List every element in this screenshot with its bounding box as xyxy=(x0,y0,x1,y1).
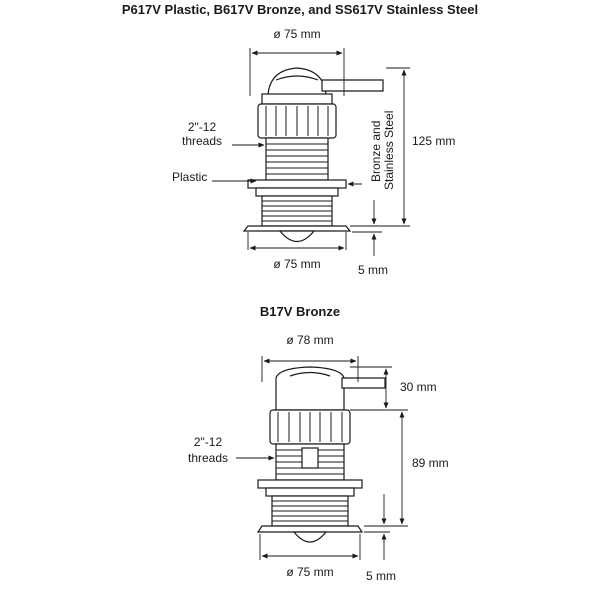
top-threads-label-2: threads xyxy=(182,134,222,148)
top-cap-dome xyxy=(267,67,327,96)
top-diagram-title: P617V Plastic, B617V Bronze, and SS617V … xyxy=(121,2,479,17)
top-threads-label-1: 2"-12 xyxy=(188,120,217,134)
bottom-diameter-label: ø 78 mm xyxy=(286,333,333,347)
bottom-flange-label: 5 mm xyxy=(366,569,396,583)
bottom-cap xyxy=(275,366,345,411)
top-transducer xyxy=(242,67,384,243)
top-cable xyxy=(321,79,384,92)
bottom-threads-label-2: threads xyxy=(188,451,228,465)
bottom-mount-nut xyxy=(265,487,355,497)
bottom-labels: ø 78 mm 30 mm 2"-12 threads 89 mm ø 75 m… xyxy=(188,333,449,583)
top-height-label: 125 mm xyxy=(412,134,455,148)
top-flange xyxy=(242,225,352,232)
bottom-threads-label-1: 2"-12 xyxy=(194,435,223,449)
bottom-bottom-diameter-label: ø 75 mm xyxy=(286,565,333,579)
top-transducer-face xyxy=(278,230,316,243)
top-cap-rim xyxy=(261,93,333,105)
bottom-transducer-face xyxy=(292,531,328,543)
top-labels: ø 75 mm 2"-12 threads Plastic Bronze and… xyxy=(172,27,455,277)
top-dimensions xyxy=(212,48,410,256)
bottom-cable xyxy=(341,377,386,389)
top-mount-nut xyxy=(255,187,339,197)
cap-height-label: 30 mm xyxy=(400,380,437,394)
bottom-washer xyxy=(257,479,363,489)
top-diameter-label: ø 75 mm xyxy=(273,27,320,41)
bronze-label-2: Stainless Steel xyxy=(382,111,396,190)
bottom-height-label: 89 mm xyxy=(412,456,449,470)
bottom-transducer xyxy=(256,366,386,543)
bottom-flange xyxy=(256,525,364,533)
bottom-dimensions xyxy=(236,356,408,560)
plastic-label: Plastic xyxy=(172,170,207,184)
top-washer xyxy=(247,179,347,189)
bottom-window xyxy=(301,447,319,469)
top-bottom-diameter-label: ø 75 mm xyxy=(273,257,320,271)
bottom-diagram-title: B17V Bronze xyxy=(259,304,341,319)
top-flange-label: 5 mm xyxy=(358,263,388,277)
bronze-label-1: Bronze and xyxy=(369,121,383,182)
